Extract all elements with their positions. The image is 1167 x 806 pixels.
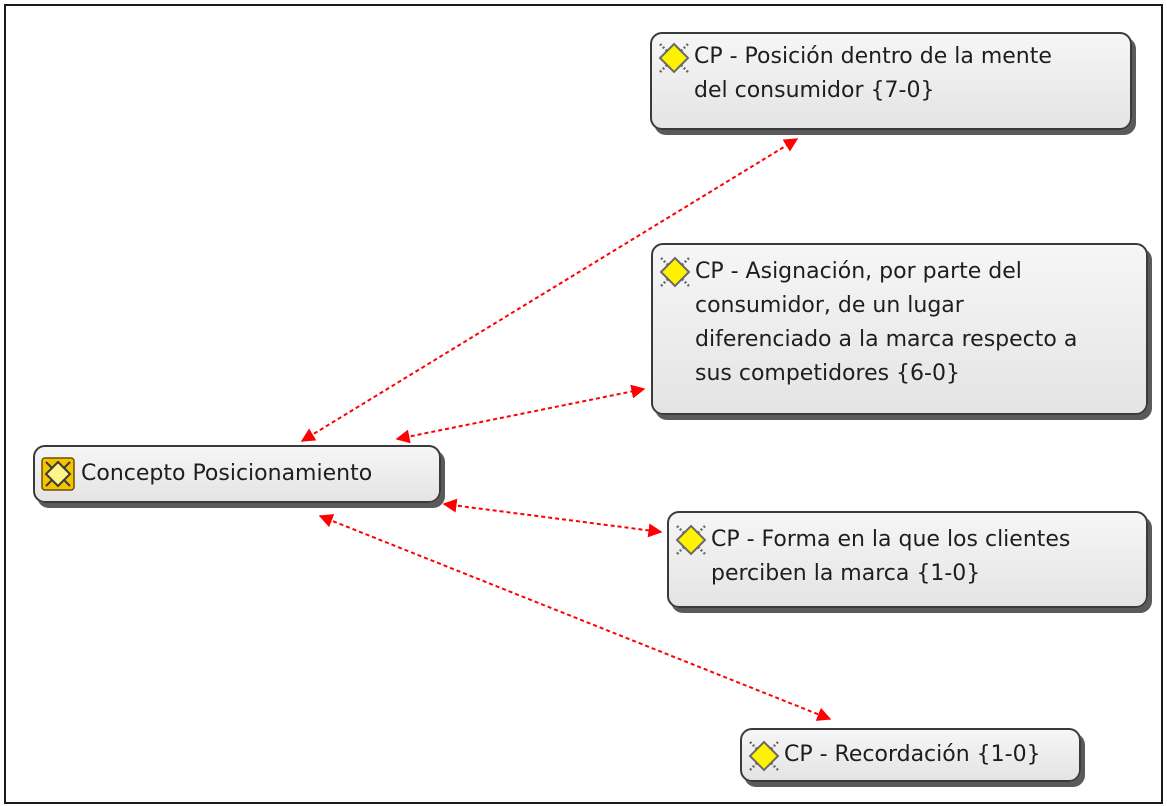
code-icon (659, 256, 691, 288)
code-icon (675, 524, 707, 556)
code-family-icon (41, 457, 75, 491)
code-label: CP - Recordación {1-0} (784, 742, 1041, 767)
code-icon (658, 42, 690, 74)
link-central-to-code-4[interactable] (318, 514, 832, 721)
link-central-to-code-3[interactable] (442, 498, 663, 538)
code-family-node[interactable]: Concepto Posicionamiento (33, 445, 441, 503)
code-node[interactable]: CP - Asignación, por parte del consumido… (651, 243, 1148, 415)
code-icon (748, 740, 780, 772)
code-label: CP - Asignación, por parte del consumido… (695, 259, 1078, 386)
code-node[interactable]: CP - Posición dentro de la mente del con… (650, 32, 1132, 130)
network-view-canvas[interactable]: Concepto Posicionamiento CP - Posición d… (4, 4, 1163, 804)
code-node[interactable]: CP - Forma en la que los clientes percib… (667, 511, 1148, 608)
code-family-label: Concepto Posicionamiento (81, 461, 373, 486)
code-label: CP - Posición dentro de la mente del con… (694, 44, 1052, 103)
link-central-to-code-1[interactable] (300, 138, 799, 442)
code-node[interactable]: CP - Recordación {1-0} (740, 728, 1081, 782)
link-central-to-code-2[interactable] (395, 384, 646, 444)
links-layer (300, 138, 832, 721)
code-label: CP - Forma en la que los clientes percib… (711, 527, 1071, 586)
